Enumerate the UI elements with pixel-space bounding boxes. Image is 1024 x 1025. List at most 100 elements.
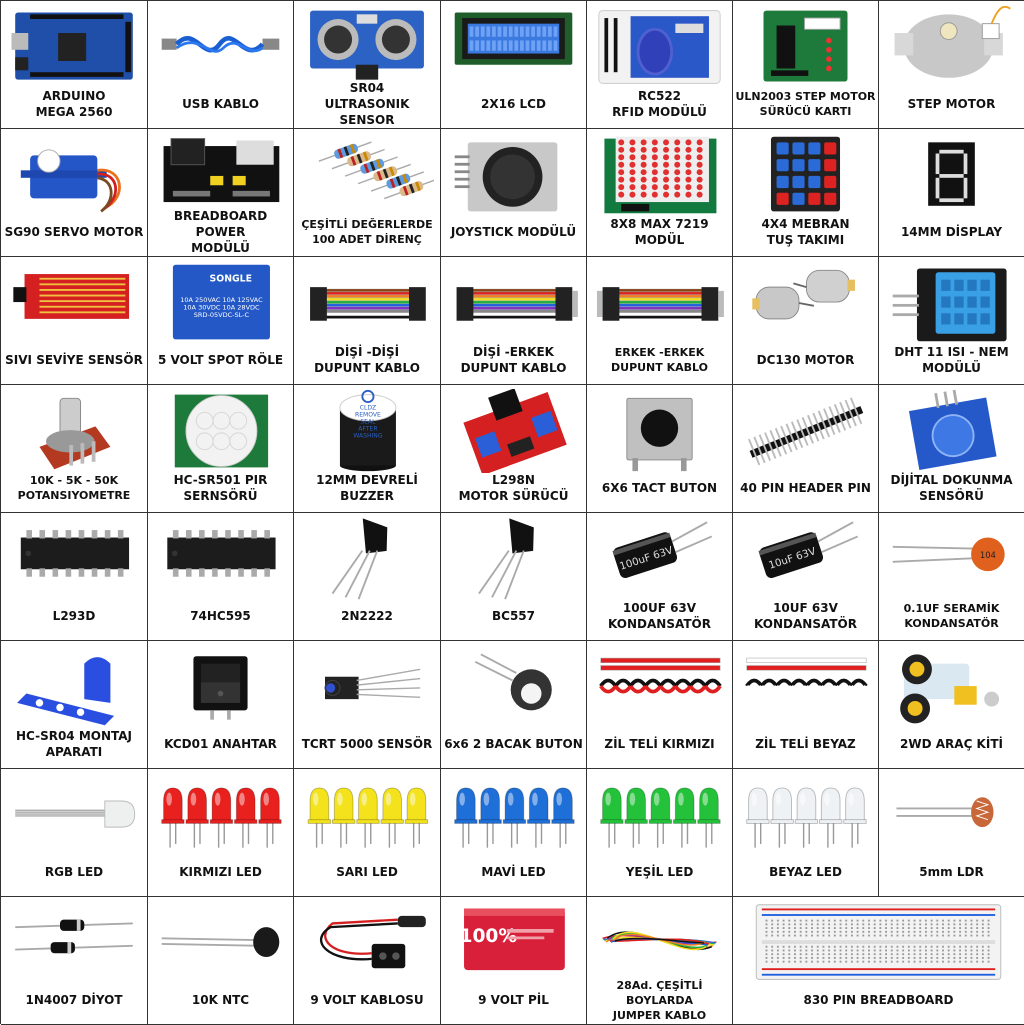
product-label: 2WD ARAÇ KİTİ [900,737,1003,751]
led-green-icon [593,773,726,857]
usb-cable-icon [154,5,287,89]
bell-wire-red-icon [593,645,726,729]
product-cell: YEŞİL LED [587,769,733,897]
product-label: SR04 ULTRASONIK SENSOR [324,81,410,127]
product-label: 10K - 5K - 50K POTANSIYOMETRE [17,474,131,502]
product-label: KCD01 ANAHTAR [164,737,277,751]
product-label: DİŞİ -ERKEK DUPUNT KABLO [460,345,567,375]
product-label: 2X16 LCD [481,97,546,111]
tact-button-icon [593,389,726,473]
bell-wire-white-icon [739,645,872,729]
product-cell: 830 PIN BREADBOARD [733,897,1024,1025]
svg-text:WASHING: WASHING [353,433,382,440]
product-label: TCRT 5000 SENSÖR [301,737,433,751]
product-label: DİŞİ -DİŞİ DUPUNT KABLO [314,345,420,375]
dht11-icon [885,261,1018,345]
product-label: SARI LED [336,865,398,879]
jumper-fm-icon [447,261,580,345]
product-cell: ÇEŞİTLİ DEĞERLERDE 100 ADET DİRENÇ [294,129,441,257]
product-label: HC-SR04 MONTAJ APARATI [15,729,133,759]
product-cell: KIRMIZI LED [148,769,294,897]
svg-text:100%: 100% [459,926,517,947]
product-label: 10UF 63V KONDANSATÖR [754,601,857,631]
product-cell: L293D [1,513,148,641]
product-cell: 5mm LDR [879,769,1024,897]
product-label: DİJİTAL DOKUNMA SENSÖRÜ [890,473,1013,503]
pir-sensor-icon [154,389,287,473]
product-label: ULN2003 STEP MOTOR SÜRÜCÜ KARTI [735,90,876,118]
led-white-icon [739,773,872,857]
product-cell: RC522 RFID MODÜLÜ [587,1,733,129]
product-label: SG90 SERVO MOTOR [4,225,144,239]
product-label: 100UF 63V KONDANSATÖR [608,601,711,631]
svg-text:AFTER: AFTER [358,426,378,433]
rfid-module-icon [593,5,726,89]
two-leg-button-icon [447,645,580,729]
product-label: JOYSTICK MODÜLÜ [450,225,577,239]
product-label: KIRMIZI LED [179,865,262,879]
product-cell: SG90 SERVO MOTOR [1,129,148,257]
product-label: ARDUINO MEGA 2560 [35,89,113,119]
product-cell: KCD01 ANAHTAR [148,641,294,769]
product-cell: DİJİTAL DOKUNMA SENSÖRÜ [879,385,1024,513]
product-cell: 40 PIN HEADER PIN [733,385,879,513]
product-cell: JOYSTICK MODÜLÜ [441,129,587,257]
driver-board-icon [739,5,872,89]
product-cell: 28Ad. ÇEŞİTLİ BOYLARDA JUMPER KABLO [587,897,733,1025]
product-cell: SR04 ULTRASONIK SENSOR [294,1,441,129]
led-blue-icon [447,773,580,857]
product-label: MAVİ LED [481,865,546,879]
product-cell: 74HC595 [148,513,294,641]
product-cell: SARI LED [294,769,441,897]
product-label: HC-SR501 PIR SERNSÖRÜ [173,473,268,503]
product-cell: 6x6 2 BACAK BUTON [441,641,587,769]
ntc-icon [154,901,287,985]
diode-icon [7,901,141,985]
led-matrix-icon [593,133,726,217]
product-label: 0.1UF SERAMİK KONDANSATÖR [903,602,1000,630]
product-label: 9 VOLT PİL [478,993,549,1007]
dc-motor-icon [739,261,872,345]
product-cell: DHT 11 ISI - NEM MODÜLÜ [879,257,1024,385]
product-label: 28Ad. ÇEŞİTLİ BOYLARDA JUMPER KABLO [612,978,707,1022]
product-label: 6x6 2 BACAK BUTON [444,737,583,751]
rgb-led-icon [7,773,141,857]
led-red-icon [154,773,287,857]
header-pin-icon [739,389,872,473]
car-kit-icon [885,645,1018,729]
l298n-icon [447,389,580,473]
product-cell: BREADBOARD POWER MODÜLÜ [148,129,294,257]
product-cell: DİŞİ -DİŞİ DUPUNT KABLO [294,257,441,385]
product-label: 4X4 MEBRAN TUŞ TAKIMI [761,217,850,247]
product-label: ZİL TELİ KIRMIZI [604,737,715,751]
product-cell: 9 VOLT KABLOSU [294,897,441,1025]
product-label: ÇEŞİTLİ DEĞERLERDE 100 ADET DİRENÇ [301,218,433,246]
product-cell: BEYAZ LED [733,769,879,897]
ldr-icon [885,773,1018,857]
product-cell: 4X4 MEBRAN TUŞ TAKIMI [733,129,879,257]
product-cell: ZİL TELİ BEYAZ [733,641,879,769]
product-label: ERKEK -ERKEK DUPUNT KABLO [611,346,708,374]
product-label: 10K NTC [191,993,250,1007]
product-label: 5mm LDR [919,865,984,879]
product-cell: DC130 MOTOR [733,257,879,385]
product-cell: 6X6 TACT BUTON [587,385,733,513]
product-cell: 10uF 63V 10UF 63V KONDANSATÖR [733,513,879,641]
product-label: 12MM DEVRELİ BUZZER [316,473,418,503]
product-cell: 1N4007 DİYOT [1,897,148,1025]
ultrasonic-sensor-icon [300,5,434,89]
product-cell: 8X8 MAX 7219 MODÜL [587,129,733,257]
product-label: 830 PIN BREADBOARD [803,993,954,1007]
product-label: RGB LED [44,865,104,879]
product-label: 1N4007 DİYOT [25,993,123,1007]
capacitor-icon: 100uF 63V [593,517,726,601]
resistor-pack-icon [300,133,434,217]
product-label: 8X8 MAX 7219 MODÜL [610,217,709,247]
product-cell: USB KABLO [148,1,294,129]
product-cell: STEP MOTOR [879,1,1024,129]
seven-segment-icon [885,133,1018,217]
ir-sensor-icon [300,645,434,729]
